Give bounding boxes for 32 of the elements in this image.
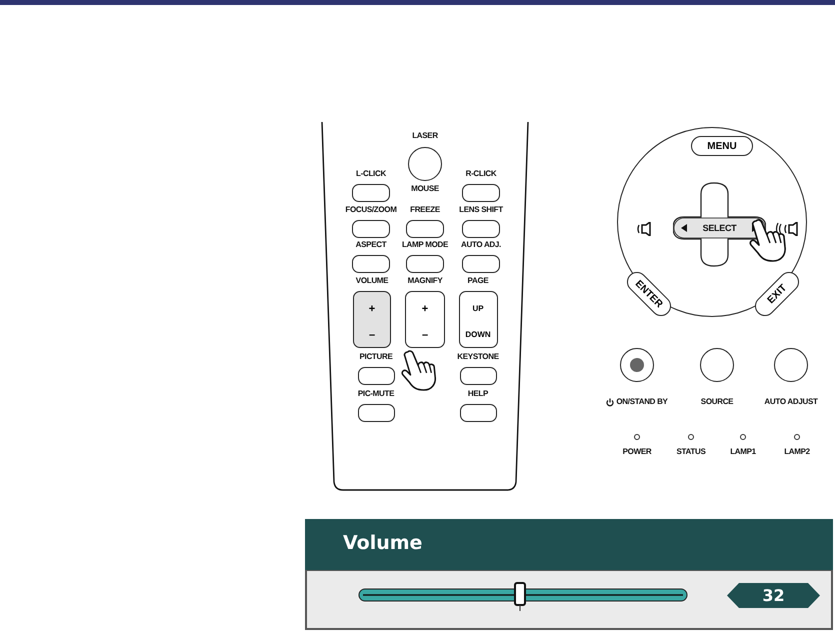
button-label: KEYSTONE [457,352,499,362]
button-label: STATUS [676,447,706,457]
volume-rocker-button: + – [353,291,391,348]
osd-title: Volume [343,531,422,555]
button-label: HELP [468,389,488,399]
button-label: PAGE [468,276,488,286]
button-label: FREEZE [410,205,440,215]
button-label: POWER [622,447,652,457]
button-label: FOCUS/ZOOM [345,205,397,215]
rocker-button: UP DOWN [458,291,498,348]
button-label: LENS SHIFT [459,205,503,215]
button-label: VOLUME [356,276,388,286]
button-label: LAMP1 [730,447,756,457]
button-label: PIC-MUTE [358,389,394,399]
button-label: LAMP2 [784,447,810,457]
rocker-button: + – [405,291,445,348]
control-pad-ring [617,127,807,317]
button-label: ASPECT [356,240,386,250]
button-label: ON/STAND BY [616,397,668,407]
button-label: MAGNIFY [408,276,442,286]
group-label: MOUSE [410,184,440,194]
button-label: SOURCE [700,397,734,407]
pad-button: MENU [691,136,753,156]
button-label: L-CLICK [356,169,386,179]
button-label: AUTO ADJUST [764,397,818,407]
button-label: PICTURE [359,352,392,362]
button-label: R-CLICK [466,169,496,179]
button-label: LAMP MODE [402,240,448,250]
value-badge: 32 [727,583,820,608]
button-label: LASER [412,131,438,141]
button-label: AUTO ADJ. [461,240,501,250]
button-label: SELECT [702,223,736,233]
